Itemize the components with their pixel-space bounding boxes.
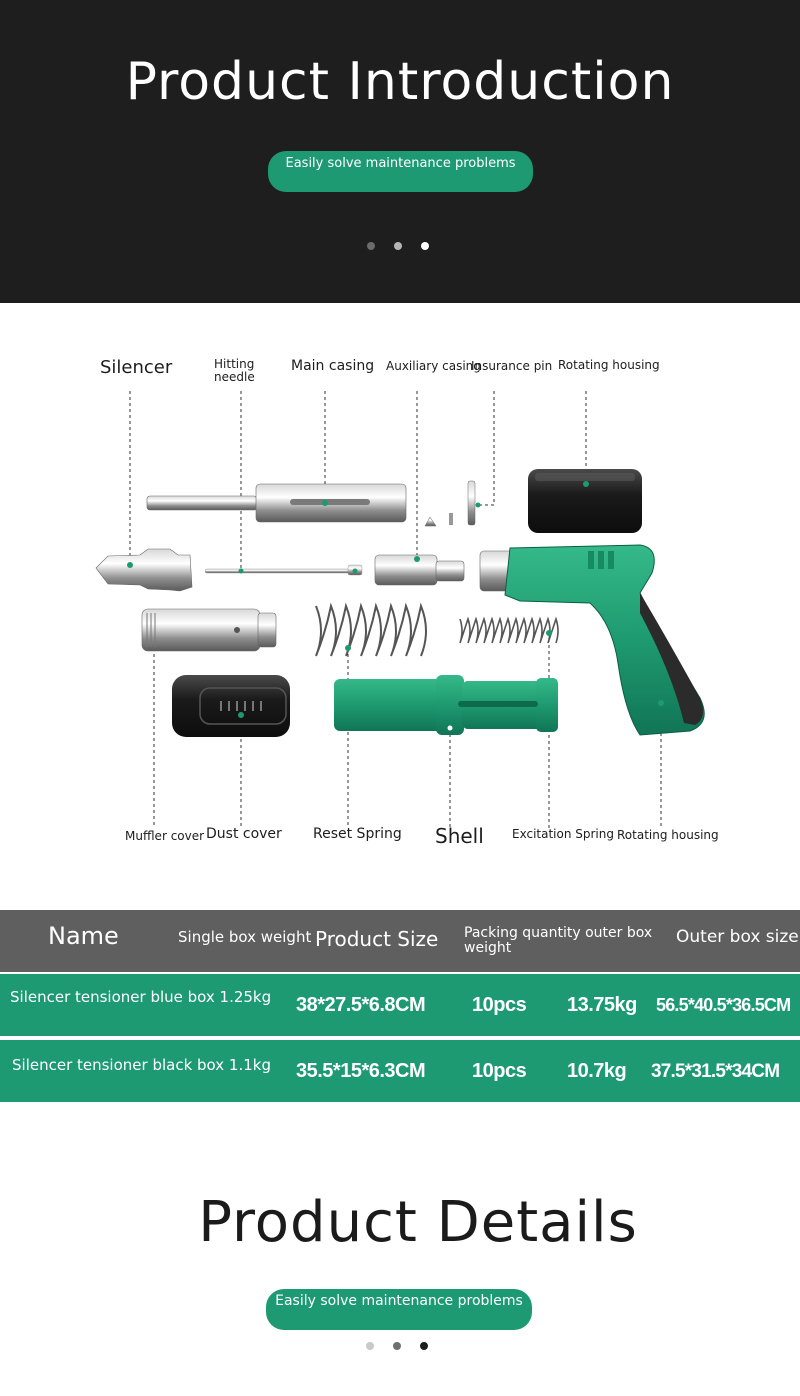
carousel-dot-3[interactable] [420,1342,428,1350]
pistol-grip-part [479,544,705,736]
shell-part [334,675,558,735]
label-rotating-housing-top: Rotating housing [558,358,660,372]
muffler-cover-part [141,608,277,652]
exploded-parts-diagram: Silencer Hitting needle Main casing Auxi… [0,303,800,910]
cell-size: 38*27.5*6.8CM [296,994,426,1016]
column-header-packing-quantity: Packing quantity outer box weight [464,925,653,956]
cell-size: 35.5*15*6.3CM [296,1060,426,1082]
carousel-dots[interactable] [366,1342,428,1350]
label-auxiliary-casing: Auxiliary casing [386,359,481,373]
main-casing-part [146,483,407,523]
cell-outer-box-size: 56.5*40.5*36.5CM [656,995,791,1015]
cell-weight: 13.75kg [567,994,637,1016]
label-rotating-housing-bottom: Rotating housing [617,828,719,842]
hitting-needle-part [204,564,363,576]
label-hitting-needle: Hitting needle [214,357,255,384]
auxiliary-casing-part [374,554,465,586]
carousel-dot-3[interactable] [421,242,429,250]
column-header-product-size: Product Size [315,927,439,951]
column-header-single-box-weight: Single box weight [178,928,312,946]
label-main-casing: Main casing [291,358,375,374]
cell-quantity: 10pcs [472,1060,527,1082]
label-muffler-cover: Muffler cover [125,829,205,843]
silencer-part [95,548,193,592]
carousel-dot-1[interactable] [367,242,375,250]
dust-cover-part [172,675,290,737]
cell-quantity: 10pcs [472,994,527,1016]
intro-banner: Product Introduction Easily solve mainte… [0,0,800,303]
label-shell: Shell [435,824,484,848]
parts-illustration [95,391,705,828]
table-row: Silencer tensioner blue box 1.25kg 38*27… [0,974,800,1036]
section-title: Product Details [198,1190,638,1255]
rotating-housing-part [528,469,642,533]
label-reset-spring: Reset Spring [313,826,402,842]
table-row: Silencer tensioner black box 1.1kg 35.5*… [0,1040,800,1102]
label-dust-cover: Dust cover [206,826,282,842]
carousel-dots[interactable] [367,242,429,250]
cell-weight: 10.7kg [567,1060,627,1082]
table-header: Name Single box weight Product Size Pack… [0,910,800,972]
carousel-dot-2[interactable] [393,1342,401,1350]
label-insurance-pin: Insurance pin [471,359,553,373]
carousel-dot-2[interactable] [394,242,402,250]
cell-name: Silencer tensioner black box 1.1kg [12,1056,271,1074]
tagline-badge: Easily solve maintenance problems [266,1289,532,1330]
tagline-badge: Easily solve maintenance problems [268,151,533,192]
column-header-outer-box-size: Outer box size [676,927,799,947]
column-header-name: Name [48,922,119,950]
carousel-dot-1[interactable] [366,1342,374,1350]
label-silencer: Silencer [100,357,173,378]
reset-spring-part [315,602,427,657]
label-excitation-spring: Excitation Spring [512,827,614,841]
cell-outer-box-size: 37.5*31.5*34CM [651,1061,780,1082]
page-title: Product Introduction [125,52,675,112]
excitation-spring-part [459,616,559,644]
cell-name: Silencer tensioner blue box 1.25kg [10,988,272,1006]
